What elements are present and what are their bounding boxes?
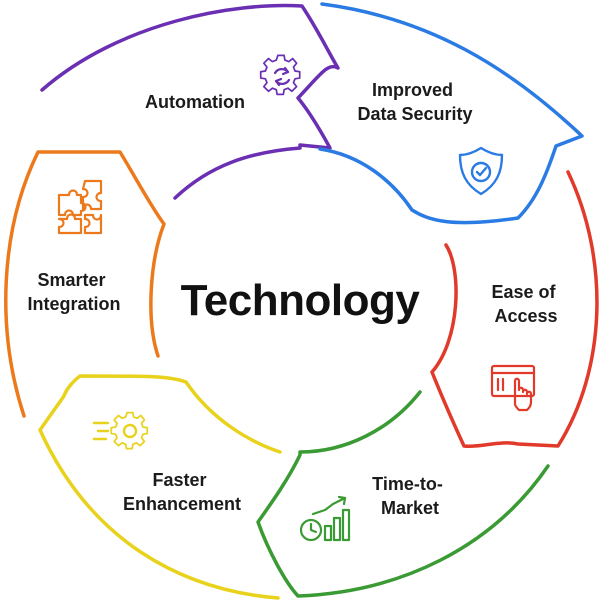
center-title: Technology bbox=[181, 276, 421, 325]
segment-outline-smarter-integration bbox=[4, 150, 166, 418]
fast-gear-icon bbox=[92, 411, 149, 450]
label-faster-enhancement-line-2: Enhancement bbox=[123, 494, 241, 514]
segment-outline-faster-enhancement bbox=[38, 374, 282, 600]
label-time-to-market-line-1: Time-to- bbox=[372, 474, 443, 494]
label-improved-data-security: Improved Data Security bbox=[357, 80, 472, 124]
label-automation-line-1: Automation bbox=[145, 92, 245, 112]
label-ease-of-access-line-1: Ease of bbox=[491, 282, 556, 302]
label-time-to-market-line-2: Market bbox=[381, 498, 439, 518]
puzzle-icon bbox=[57, 179, 103, 235]
label-ease-of-access: Ease of Access bbox=[491, 282, 560, 326]
screen-click-icon bbox=[490, 364, 536, 412]
label-smarter-integration-line-1: Smarter bbox=[37, 270, 105, 290]
label-improved-data-security-line-2: Data Security bbox=[357, 104, 472, 124]
segment-outline-automation bbox=[40, 3, 340, 200]
label-smarter-integration-line-2: Integration bbox=[28, 294, 121, 314]
label-faster-enhancement-line-1: Faster bbox=[152, 470, 206, 490]
label-ease-of-access-line-2: Access bbox=[494, 306, 557, 326]
label-faster-enhancement: Faster Enhancement bbox=[123, 470, 241, 514]
label-improved-data-security-line-1: Improved bbox=[372, 80, 453, 100]
segment-outline-data-security bbox=[318, 2, 584, 225]
label-smarter-integration: Smarter Integration bbox=[28, 270, 121, 314]
label-automation: Automation bbox=[145, 92, 245, 112]
growth-chart-clock-icon bbox=[299, 495, 351, 542]
shield-check-icon bbox=[458, 146, 504, 196]
gear-refresh-icon bbox=[259, 54, 301, 96]
label-time-to-market: Time-to- Market bbox=[372, 474, 448, 518]
segment-outline-ease-of-access bbox=[430, 170, 599, 449]
segment-outline-time-to-market bbox=[256, 390, 550, 598]
